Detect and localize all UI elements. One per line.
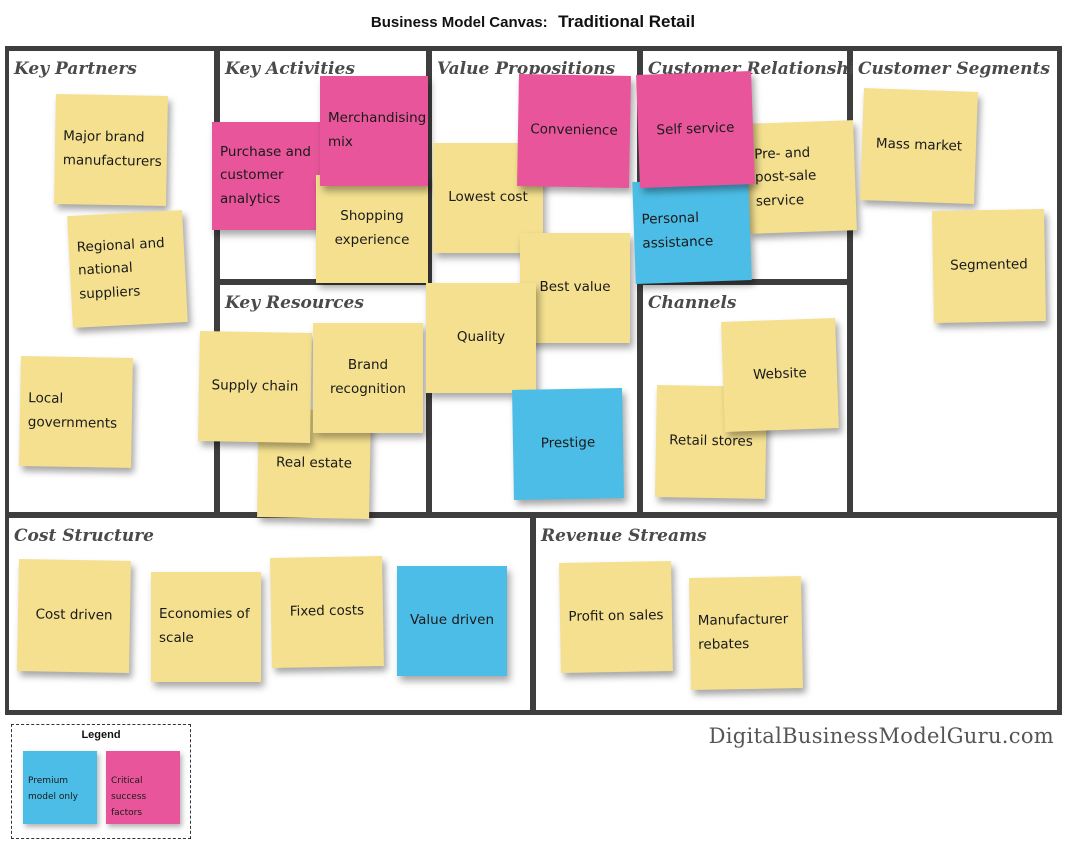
note-text: Regional and national suppliers xyxy=(76,234,166,303)
note-text: Profit on sales xyxy=(568,607,664,626)
note-text: Pre- and post-sale service xyxy=(753,144,817,210)
legend-critical-label: Critical success factors xyxy=(111,776,147,819)
note-text: Segmented xyxy=(950,256,1028,274)
note-text: Supply chain xyxy=(211,377,299,395)
block-title: Cost Structure xyxy=(14,526,154,546)
note-text: Brand recognition xyxy=(330,357,406,397)
canvas-title: Business Model Canvas: Traditional Retai… xyxy=(0,12,1066,32)
block-title: Key Resources xyxy=(225,293,364,313)
sticky-note: Major brand manufacturers xyxy=(54,94,168,206)
sticky-note: Manufacturer rebates xyxy=(689,576,803,690)
block-title: Value Propositions xyxy=(437,59,616,79)
note-text: Value driven xyxy=(409,612,495,629)
block-title: Customer Segments xyxy=(858,59,1050,79)
sticky-note: Convenience xyxy=(517,74,631,188)
sticky-note: Pre- and post-sale service xyxy=(745,120,857,234)
sticky-note: Best value xyxy=(520,233,630,343)
note-text: Local governments xyxy=(27,390,118,432)
legend-title: Legend xyxy=(81,729,121,741)
note-text: Purchase and customer analytics xyxy=(220,143,311,207)
sticky-note: Mass market xyxy=(860,88,978,204)
sticky-note: Prestige xyxy=(512,388,624,500)
sticky-note: Quality xyxy=(426,283,536,393)
sticky-note: Purchase and customer analytics xyxy=(212,122,322,230)
sticky-note: Merchandising mix xyxy=(320,76,428,186)
sticky-note: Brand recognition xyxy=(313,323,423,433)
sticky-note: Value driven xyxy=(397,566,507,676)
sticky-note: Cost driven xyxy=(17,559,131,673)
sticky-note: Profit on sales xyxy=(559,561,673,673)
note-text: Shopping experience xyxy=(334,208,410,248)
note-text: Quality xyxy=(456,329,506,346)
block-title: Channels xyxy=(648,293,737,313)
legend: Legend Premium model only Critical succe… xyxy=(11,724,191,839)
block-title: Key Activities xyxy=(225,59,355,79)
block-title: Revenue Streams xyxy=(541,526,707,546)
note-text: Website xyxy=(752,365,808,384)
note-text: Prestige xyxy=(540,434,596,452)
canvas-title-name: Traditional Retail xyxy=(558,12,696,31)
note-text: Self service xyxy=(656,119,735,139)
sticky-note: Supply chain xyxy=(198,331,312,443)
sticky-note: Regional and national suppliers xyxy=(67,210,188,328)
sticky-note: Personal assistance xyxy=(632,178,752,284)
sticky-note: Local governments xyxy=(19,356,133,468)
note-text: Best value xyxy=(539,279,611,296)
watermark: DigitalBusinessModelGuru.com xyxy=(708,724,1054,748)
sticky-note: Fixed costs xyxy=(270,556,384,668)
note-text: Fixed costs xyxy=(289,602,365,620)
note-text: Personal assistance xyxy=(641,210,714,252)
legend-premium-label: Premium model only xyxy=(28,776,78,803)
sticky-note: Segmented xyxy=(932,209,1046,323)
sticky-note: Economies of scale xyxy=(151,572,261,682)
note-text: Cost driven xyxy=(35,606,113,624)
canvas-title-prefix: Business Model Canvas: xyxy=(370,14,548,31)
note-text: Retail stores xyxy=(669,432,753,450)
sticky-note: Self service xyxy=(636,71,755,188)
note-text: Manufacturer rebates xyxy=(697,611,789,653)
sticky-note: Website xyxy=(721,318,839,432)
note-text: Economies of scale xyxy=(159,606,250,646)
note-text: Lowest cost xyxy=(448,189,528,206)
legend-premium-swatch: Premium model only xyxy=(23,751,97,824)
block-title: Key Partners xyxy=(14,59,137,79)
note-text: Merchandising mix xyxy=(328,110,427,150)
sticky-note: Shopping experience xyxy=(316,175,428,283)
note-text: Major brand manufacturers xyxy=(62,128,162,170)
note-text: Real estate xyxy=(275,454,353,472)
note-text: Mass market xyxy=(875,135,963,155)
legend-critical-swatch: Critical success factors xyxy=(106,751,180,824)
note-text: Convenience xyxy=(530,121,618,139)
